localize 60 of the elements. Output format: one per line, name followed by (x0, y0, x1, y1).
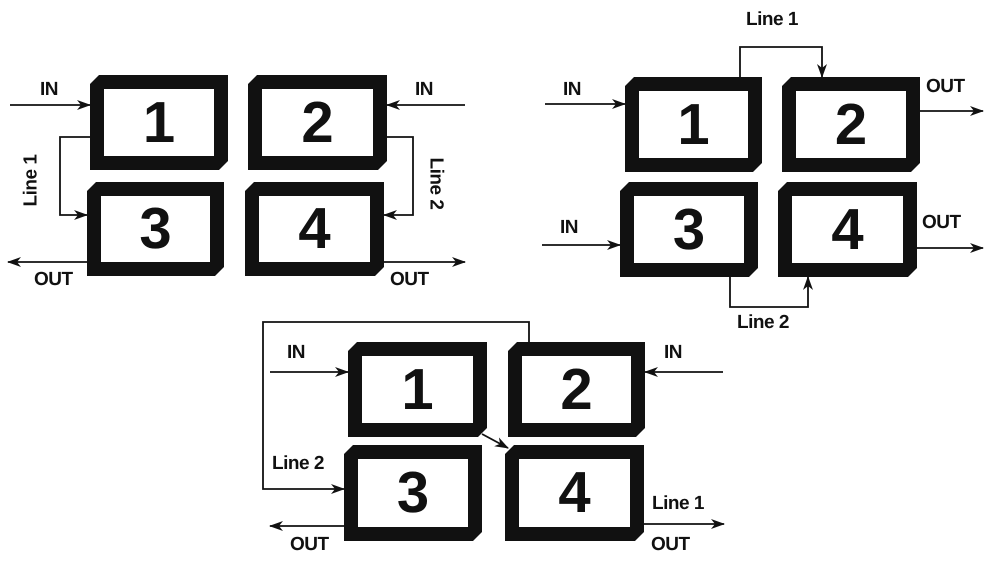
box-number: 2 (301, 94, 334, 152)
edge-label: IN (415, 80, 433, 99)
numbered-box (348, 342, 487, 437)
arrow (59, 136, 90, 220)
numbered-box (505, 445, 644, 541)
arrow (262, 321, 530, 494)
numbered-box (87, 182, 224, 276)
numbered-box (90, 75, 228, 170)
edge-label: Line 2 (426, 158, 446, 210)
box-number: 1 (401, 360, 434, 418)
box-number: 2 (560, 360, 593, 418)
arrow (542, 240, 621, 250)
box-number: 1 (142, 94, 176, 152)
arrow (269, 521, 344, 531)
arrow (7, 257, 87, 267)
arrow (383, 136, 414, 220)
box-number: 3 (672, 200, 706, 258)
box-number: 4 (831, 200, 864, 258)
edge-label: OUT (290, 535, 329, 554)
edge-label: Line 2 (272, 454, 324, 473)
box-number: 2 (834, 96, 868, 154)
arrow (545, 99, 626, 109)
arrow (482, 433, 509, 449)
numbered-box (508, 342, 645, 437)
edge-label: OUT (926, 77, 965, 96)
edge-label: Line 2 (737, 313, 789, 332)
numbered-box (245, 182, 384, 276)
box-number: 4 (298, 200, 331, 258)
arrow (920, 106, 984, 116)
edge-label: OUT (390, 270, 429, 289)
edge-label: OUT (651, 535, 690, 554)
box-number: 4 (558, 464, 591, 522)
edge-label: Line 1 (21, 154, 40, 206)
edge-label: IN (560, 218, 578, 237)
box-number: 3 (139, 200, 172, 258)
arrow (644, 519, 725, 529)
numbered-box (778, 182, 917, 277)
edge-label: Line 1 (746, 10, 798, 29)
edge-label: IN (563, 80, 581, 99)
edge-label: OUT (922, 213, 961, 232)
arrow (644, 367, 723, 377)
arrow (729, 276, 813, 308)
arrow (384, 257, 466, 267)
numbered-box (625, 77, 762, 172)
numbered-box (344, 445, 482, 541)
numbered-box (248, 75, 387, 170)
box-number: 1 (677, 96, 710, 154)
arrow (10, 100, 91, 110)
arrow (386, 100, 465, 110)
arrow (917, 243, 984, 253)
line-label: Line 1 (652, 494, 704, 513)
edge-label: OUT (34, 270, 73, 289)
numbered-box (620, 182, 758, 277)
edge-label: IN (664, 343, 682, 362)
edge-label: IN (287, 343, 305, 362)
box-number: 3 (396, 464, 430, 522)
arrow (739, 46, 827, 78)
edge-label: IN (40, 80, 58, 99)
arrow (270, 367, 349, 377)
numbered-box (782, 77, 920, 172)
